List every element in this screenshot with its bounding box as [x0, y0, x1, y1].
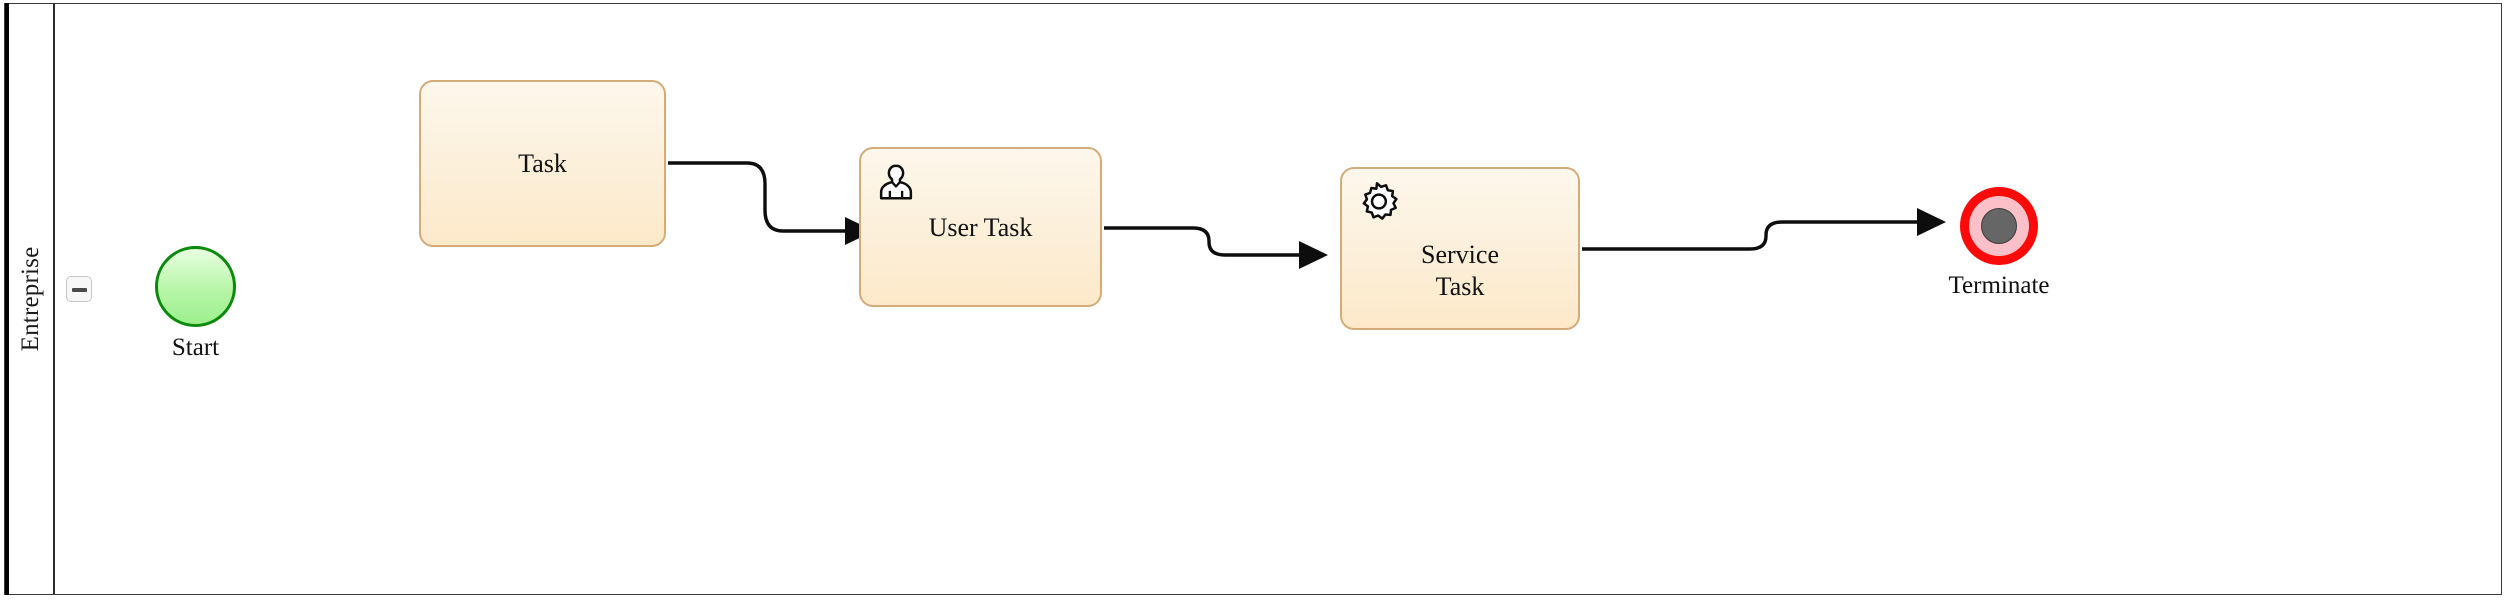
service-task-label-line2: Task [1435, 272, 1485, 302]
terminate-event-label: Terminate [1948, 272, 2050, 299]
sequence-flow-layer [668, 161, 1946, 269]
pool-entreprise[interactable]: Entreprise Start Task [4, 3, 2502, 595]
start-event[interactable]: Start [155, 246, 236, 361]
gear-icon [1354, 179, 1400, 225]
task-activity-label: Task [518, 148, 567, 178]
lane-label: Entreprise [17, 246, 44, 352]
user-icon [873, 159, 919, 205]
collapse-pool-button[interactable] [66, 276, 92, 302]
service-task-label-line1: Service [1421, 240, 1499, 269]
start-event-circle [155, 246, 236, 327]
pool-left-spine [5, 3, 9, 595]
terminate-core-circle [1981, 208, 2017, 244]
sequence-flow-arrowhead-2 [1299, 241, 1328, 269]
task-activity[interactable]: Task [419, 80, 666, 247]
start-event-label: Start [171, 334, 220, 361]
lane-header-entreprise[interactable]: Entreprise [9, 4, 55, 594]
user-task-activity-label: User Task [928, 213, 1033, 242]
minus-icon [72, 288, 87, 292]
service-task-activity-label: Service Task [1342, 239, 1578, 303]
sequence-flow-arrowhead-3 [1917, 208, 1946, 236]
service-task-activity[interactable]: Service Task [1340, 167, 1580, 330]
sequence-flow-task-to-user-task[interactable] [668, 161, 845, 233]
sequence-flow-user-task-to-service-task[interactable] [1104, 226, 1299, 257]
user-task-activity[interactable]: User Task [859, 147, 1102, 307]
sequence-flow-service-task-to-terminate[interactable] [1582, 220, 1917, 251]
terminate-end-event[interactable]: Terminate [1949, 187, 2049, 299]
